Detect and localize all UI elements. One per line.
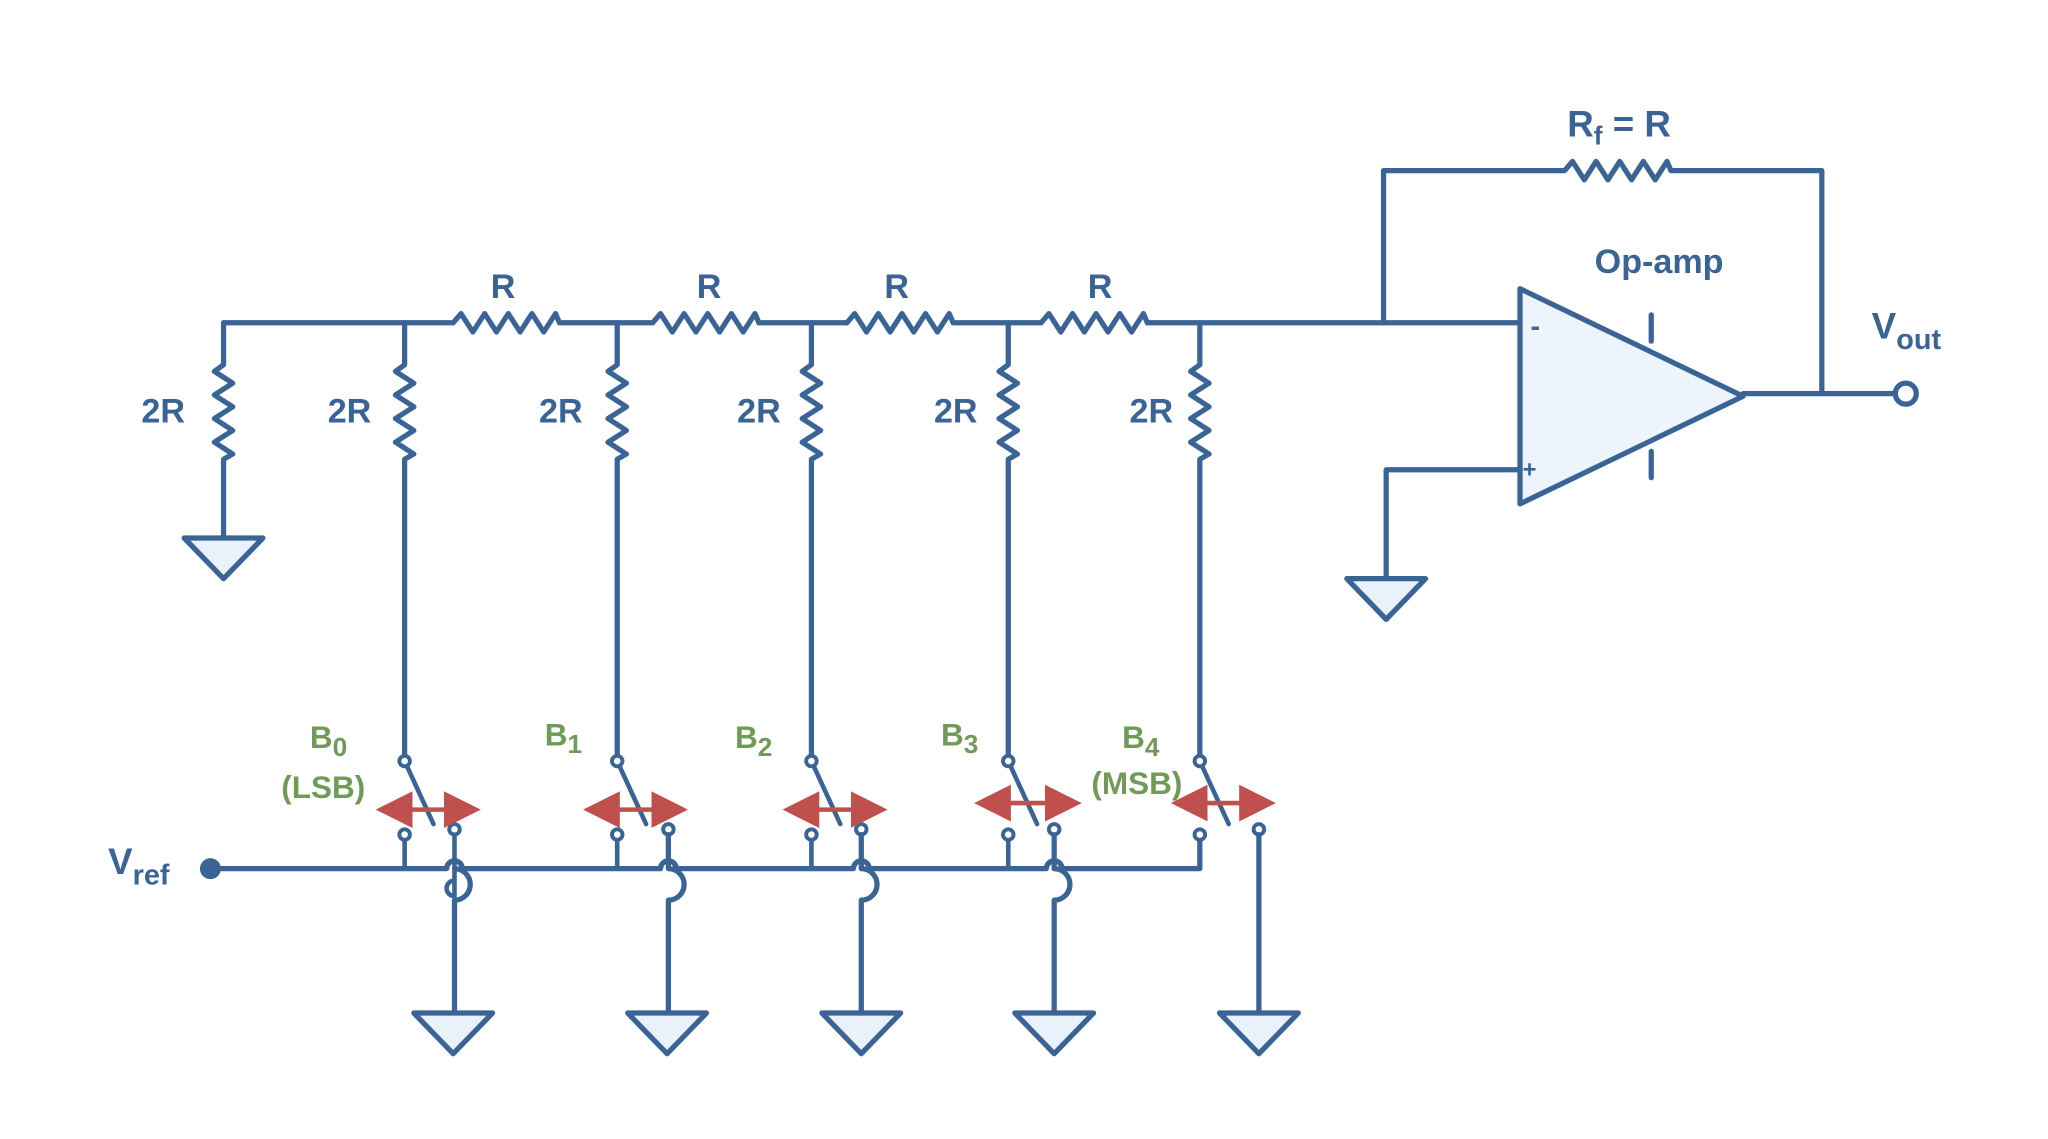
- opamp: - +: [1517, 286, 1746, 507]
- output-wire: [1740, 380, 1919, 407]
- series-resistor-2: [650, 310, 850, 335]
- opamp-minus: -: [1531, 311, 1541, 343]
- switch-b4[interactable]: [1170, 753, 1301, 1057]
- ladder-rail: [220, 310, 1523, 335]
- ground-icon: [1344, 576, 1429, 622]
- switch-b2[interactable]: [782, 753, 904, 1057]
- bit-note-b4: (MSB): [1091, 765, 1182, 801]
- shunt-2r-label-b0: 2R: [328, 393, 372, 431]
- bit-label-b4: B4: [1122, 719, 1160, 762]
- series-r-label-1: R: [491, 268, 516, 306]
- feedback-r-label: Rf = R: [1567, 103, 1671, 150]
- vref-bus: [207, 831, 1203, 872]
- ground-icon: [819, 1010, 904, 1057]
- switch-b1[interactable]: [583, 753, 710, 1057]
- opamp-label: Op-amp: [1595, 243, 1724, 281]
- vout-terminal: [1892, 380, 1919, 407]
- shunt-2r-label-b2: 2R: [737, 393, 781, 431]
- ground-icon: [1216, 1010, 1301, 1057]
- vref-terminal: [199, 858, 221, 880]
- noninverting-ground: [1344, 467, 1523, 622]
- shunt-2r-label-b1: 2R: [539, 393, 583, 431]
- shunt-leg-b0: [392, 320, 417, 762]
- series-resistor-4: [1038, 310, 1523, 335]
- series-resistor-1: [450, 310, 656, 335]
- series-r-label-3: R: [884, 268, 909, 306]
- shunt-2r-label-b4: 2R: [1129, 393, 1173, 431]
- termination-2r: [181, 320, 266, 582]
- vref-label: Vref: [108, 841, 170, 891]
- series-resistor-3: [844, 310, 1044, 335]
- shunt-leg-b2: [799, 320, 824, 762]
- bit-label-b3: B3: [941, 716, 978, 759]
- shunt-2r-label-b3: 2R: [934, 393, 978, 431]
- ground-icon: [411, 1010, 496, 1057]
- bit-note-b0: (LSB): [281, 769, 365, 805]
- opamp-plus: +: [1523, 458, 1537, 484]
- series-r-label-2: R: [697, 268, 722, 306]
- shunt-leg-b1: [605, 320, 630, 762]
- bit-label-b0: B0: [310, 719, 347, 762]
- opamp-triangle-icon: [1517, 286, 1746, 507]
- shunt-leg-b3: [996, 320, 1021, 762]
- bit-label-b1: B1: [545, 716, 582, 759]
- feedback-path: [1380, 158, 1825, 397]
- ground-icon: [625, 1010, 710, 1057]
- series-r-label-4: R: [1088, 268, 1113, 306]
- shunt-leg-b4: [1188, 320, 1212, 762]
- ground-icon: [181, 535, 266, 582]
- switch-b0[interactable]: [375, 753, 496, 1057]
- ground-icon: [1012, 1010, 1097, 1057]
- switch-b3[interactable]: [974, 753, 1097, 1057]
- bit-label-b2: B2: [735, 719, 772, 762]
- termination-2r-label: 2R: [141, 393, 185, 431]
- vout-label: Vout: [1872, 306, 1942, 356]
